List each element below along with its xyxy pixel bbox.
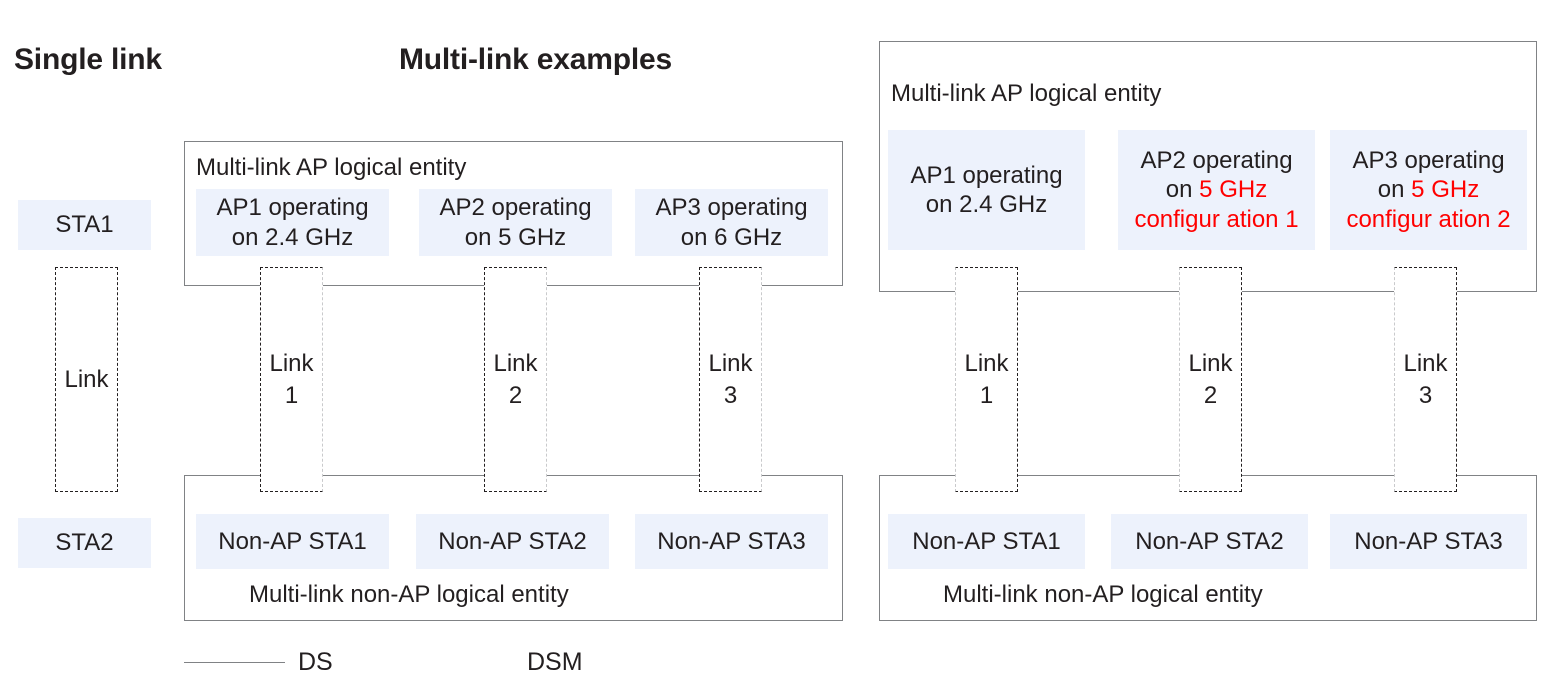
sta2-box: STA2: [18, 518, 151, 568]
right-link2-box: Link 2: [1179, 267, 1242, 492]
right-non-ap-sta2-label: Non-AP STA2: [1135, 527, 1284, 555]
middle-ap2-line2: on 5 GHz: [464, 223, 567, 251]
right-ap2-box: AP2 operating on 5 GHz configur ation 1: [1118, 130, 1315, 250]
single-link-label: Link: [64, 365, 109, 393]
middle-link1-name: Link: [269, 350, 314, 378]
right-non-ap-sta1-box: Non-AP STA1: [888, 514, 1085, 569]
right-non-ap-sta3-box: Non-AP STA3: [1330, 514, 1527, 569]
right-ap2-line3-config: configur ation 1: [1134, 205, 1299, 233]
right-link2-name: Link: [1188, 350, 1233, 378]
middle-link2-number: 2: [508, 381, 523, 409]
right-non-ap-sta1-label: Non-AP STA1: [912, 527, 1061, 555]
middle-non-ap-sta1-box: Non-AP STA1: [196, 514, 389, 569]
middle-link1-box: Link 1: [260, 267, 323, 492]
right-link3-number: 3: [1418, 381, 1433, 409]
ds-legend-line: [184, 662, 285, 663]
right-ap3-box: AP3 operating on 5 GHz configur ation 2: [1330, 130, 1527, 250]
heading-single-link: Single link: [14, 43, 162, 76]
dsm-legend-label: DSM: [527, 648, 583, 676]
right-ap3-line2-band: 5 GHz: [1411, 176, 1480, 204]
right-ap3-line3-config: configur ation 2: [1346, 205, 1511, 233]
ds-legend-label: DS: [298, 648, 333, 676]
right-link1-box: Link 1: [955, 267, 1018, 492]
middle-non-ap-sta3-box: Non-AP STA3: [635, 514, 828, 569]
middle-ap3-line2: on 6 GHz: [680, 223, 783, 251]
right-ap2-line2: on 5 GHz: [1166, 175, 1267, 204]
right-ap2-line1: AP2 operating: [1140, 147, 1293, 175]
right-ap1-line1: AP1 operating: [910, 161, 1063, 189]
middle-non-ap-sta2-box: Non-AP STA2: [416, 514, 609, 569]
middle-ap2-line1: AP2 operating: [439, 194, 592, 222]
middle-link2-box: Link 2: [484, 267, 547, 492]
right-link3-name: Link: [1403, 350, 1448, 378]
right-link1-number: 1: [979, 381, 994, 409]
sta1-box: STA1: [18, 200, 151, 250]
middle-non-ap-sta1-label: Non-AP STA1: [218, 527, 367, 555]
middle-link1-number: 1: [284, 381, 299, 409]
single-link-box: Link: [55, 267, 118, 492]
heading-multi-link-examples: Multi-link examples: [399, 43, 672, 76]
middle-ap1-line2: on 2.4 GHz: [231, 223, 354, 251]
right-ap1-box: AP1 operating on 2.4 GHz: [888, 130, 1085, 250]
right-non-ap-sta2-box: Non-AP STA2: [1111, 514, 1308, 569]
middle-ap3-line1: AP3 operating: [655, 194, 808, 222]
right-ap3-line2-prefix: on: [1377, 176, 1412, 204]
middle-ap3-box: AP3 operating on 6 GHz: [635, 189, 828, 256]
right-ap3-line2: on 5 GHz: [1378, 175, 1479, 204]
right-ap-entity-caption: Multi-link AP logical entity: [891, 80, 1162, 107]
middle-non-ap-sta3-label: Non-AP STA3: [657, 527, 806, 555]
right-ap2-line2-prefix: on: [1165, 176, 1200, 204]
middle-link2-name: Link: [493, 350, 538, 378]
right-ap1-line2: on 2.4 GHz: [925, 191, 1048, 218]
middle-link3-box: Link 3: [699, 267, 762, 492]
middle-non-ap-entity-caption: Multi-link non-AP logical entity: [249, 581, 569, 608]
middle-non-ap-sta2-label: Non-AP STA2: [438, 527, 587, 555]
right-link2-number: 2: [1203, 381, 1218, 409]
middle-link3-number: 3: [723, 381, 738, 409]
middle-link3-name: Link: [708, 350, 753, 378]
right-ap3-line1: AP3 operating: [1352, 147, 1505, 175]
middle-ap2-box: AP2 operating on 5 GHz: [419, 189, 612, 256]
right-non-ap-sta3-label: Non-AP STA3: [1354, 527, 1503, 555]
sta1-label: STA1: [55, 211, 114, 239]
middle-ap1-box: AP1 operating on 2.4 GHz: [196, 189, 389, 256]
right-link1-name: Link: [964, 350, 1009, 378]
right-non-ap-entity-caption: Multi-link non-AP logical entity: [943, 581, 1263, 608]
sta2-label: STA2: [55, 529, 114, 557]
middle-ap1-line1: AP1 operating: [216, 194, 369, 222]
middle-ap-entity-caption: Multi-link AP logical entity: [196, 154, 467, 181]
right-link3-box: Link 3: [1394, 267, 1457, 492]
right-ap2-line2-band: 5 GHz: [1199, 176, 1268, 204]
